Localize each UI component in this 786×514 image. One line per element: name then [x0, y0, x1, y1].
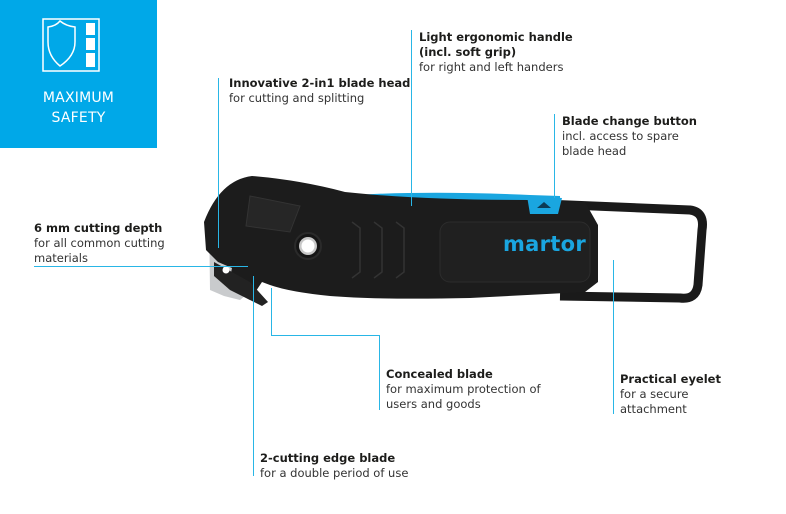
- leader-line-blade-head: [218, 78, 219, 248]
- brand-logo: martor: [503, 232, 587, 256]
- callout-desc: for a double period of use: [260, 466, 409, 480]
- callout-cutting-depth: 6 mm cutting depth for all common cuttin…: [34, 221, 165, 266]
- badge-line-2: SAFETY: [51, 110, 106, 126]
- leader-line-concealed-h: [271, 335, 380, 336]
- callout-title: 2-cutting edge blade: [260, 451, 396, 465]
- shield-icon: [42, 18, 100, 72]
- callout-desc: for right and left handers: [419, 60, 564, 74]
- leader-line-concealed-v1: [271, 288, 272, 336]
- maximum-safety-badge: MAXIMUM SAFETY: [0, 0, 157, 148]
- callout-desc-2: attachment: [620, 402, 687, 416]
- callout-title: 6 mm cutting depth: [34, 221, 163, 235]
- callout-title-1: Light ergonomic handle: [419, 30, 573, 44]
- callout-desc-2: materials: [34, 251, 88, 265]
- callout-title-2: (incl. soft grip): [419, 45, 517, 59]
- callout-handle: Light ergonomic handle (incl. soft grip)…: [419, 30, 573, 75]
- callout-blade-head: Innovative 2-in1 blade head for cutting …: [229, 76, 410, 106]
- callout-desc-1: for maximum protection of: [386, 382, 541, 396]
- badge-line-1: MAXIMUM: [42, 90, 115, 106]
- callout-desc-1: for all common cutting: [34, 236, 165, 250]
- leader-line-cutting-depth: [34, 266, 248, 267]
- callout-title: Innovative 2-in1 blade head: [229, 76, 411, 90]
- callout-desc: for cutting and splitting: [229, 91, 365, 105]
- callout-desc-1: for a secure: [620, 387, 689, 401]
- callout-desc-1: incl. access to spare: [562, 129, 679, 143]
- callout-title: Concealed blade: [386, 367, 493, 381]
- callout-two-edge-blade: 2-cutting edge blade for a double period…: [260, 451, 408, 481]
- callout-desc-2: users and goods: [386, 397, 481, 411]
- callout-concealed-blade: Concealed blade for maximum protection o…: [386, 367, 541, 412]
- leader-line-concealed-v2: [379, 335, 380, 410]
- callout-title: Blade change button: [562, 114, 697, 128]
- leader-line-two-edge: [253, 276, 254, 476]
- callout-blade-change: Blade change button incl. access to spar…: [562, 114, 697, 159]
- leader-line-eyelet: [613, 260, 614, 414]
- leader-line-handle: [411, 30, 412, 206]
- callout-title: Practical eyelet: [620, 372, 721, 386]
- callout-eyelet: Practical eyelet for a secure attachment: [620, 372, 721, 417]
- leader-line-blade-change: [554, 114, 555, 198]
- callout-desc-2: blade head: [562, 144, 627, 158]
